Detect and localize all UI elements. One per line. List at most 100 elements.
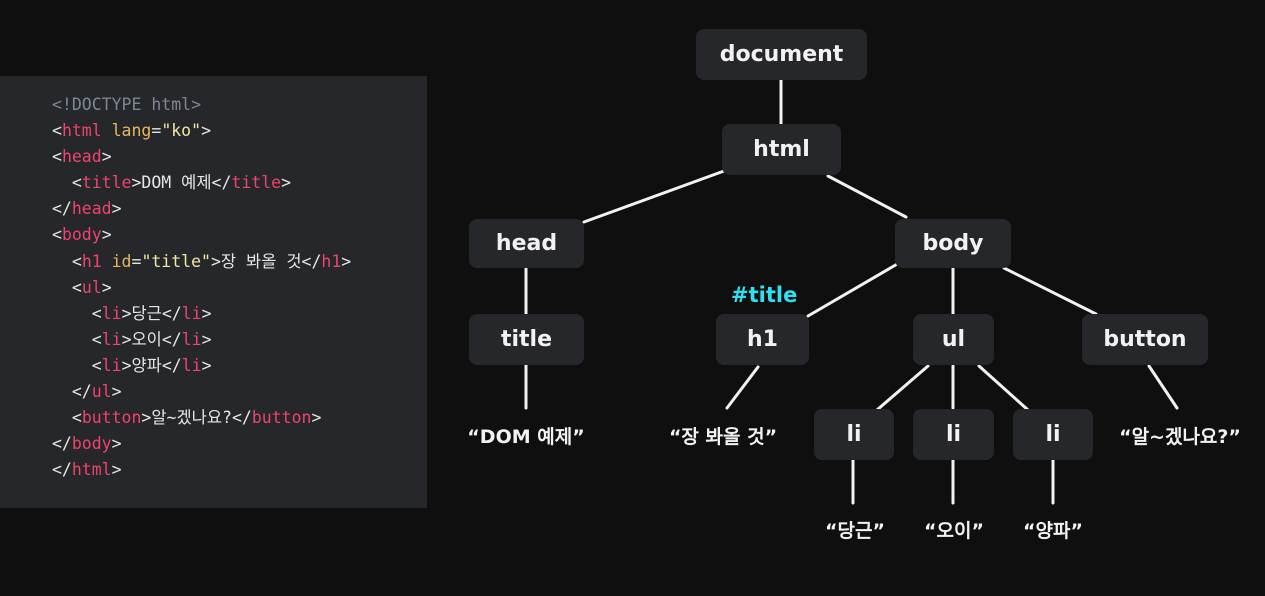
code-token-tag: ul (91, 382, 112, 402)
code-token-tag: button (81, 408, 142, 428)
code-token-punct: > (121, 329, 132, 349)
code-token-tag: button (251, 408, 312, 428)
code-token-tag: title (81, 173, 132, 193)
code-token-punct: < (71, 277, 82, 297)
code-token-tag: html (61, 121, 102, 141)
code-token-tag: body (61, 225, 102, 245)
code-token-tag: html (71, 460, 112, 480)
code-token-punct: </ (52, 460, 72, 480)
code-line: <li>오이</li> (52, 327, 351, 353)
code-token-text: DOM 예제 (141, 173, 212, 193)
code-token-tag: li (101, 355, 122, 375)
code-token-punct: > (111, 382, 122, 402)
code-token-punct: > (101, 225, 112, 245)
code-token-text: 알~겠나요? (151, 408, 232, 428)
code-token-punct: < (52, 147, 62, 167)
code-token-tag: head (71, 199, 112, 219)
code-token-tag: li (181, 329, 202, 349)
edge-ul-li1 (875, 364, 930, 412)
code-token-punct: > (201, 329, 212, 349)
code-line: <ul> (52, 275, 351, 301)
code-token-tag: head (61, 147, 102, 167)
node-li-1: li (814, 409, 894, 460)
code-token-punct: = (131, 251, 142, 271)
code-token-text: 오이 (131, 329, 162, 349)
code-line: <!DOCTYPE html> (52, 92, 351, 118)
code-token-punct: < (52, 225, 62, 245)
code-token-tag: ul (81, 277, 102, 297)
code-line: <title>DOM 예제</title> (52, 170, 351, 196)
code-token-punct: </ (52, 434, 72, 454)
code-line: </head> (52, 196, 351, 222)
code-token-doctype: <!DOCTYPE html> (52, 95, 202, 114)
code-token-punct: < (52, 121, 62, 141)
edge-body-button (1002, 266, 1098, 316)
code-line: <html lang="ko"> (52, 118, 351, 144)
code-token-tag: li (181, 355, 202, 375)
text-node-title: “DOM 예제” (467, 426, 585, 448)
edge-html-head (582, 169, 726, 224)
text-node-button: “알~겠나요?” (1119, 426, 1241, 448)
code-token-punct: > (141, 408, 152, 428)
code-line: <body> (52, 222, 351, 248)
code-line: </html> (52, 457, 351, 483)
id-label-title: #title (731, 283, 798, 307)
code-token-punct: < (71, 173, 82, 193)
code-token-punct: < (91, 303, 102, 323)
code-token-punct: > (121, 303, 132, 323)
text-node-li-3: “양파” (1023, 520, 1083, 542)
code-token-tag: li (101, 329, 122, 349)
code-token-punct: </ (52, 199, 72, 219)
code-token-punct: > (311, 408, 322, 428)
code-token-punct: > (111, 460, 122, 480)
code-token-punct: </ (161, 303, 182, 323)
code-token-punct: > (131, 173, 142, 193)
code-token-punct: < (71, 408, 82, 428)
text-node-li-1: “당근” (825, 520, 885, 542)
code-token-punct: < (71, 251, 82, 271)
code-token-punct: > (101, 277, 112, 297)
code-token-punct: </ (231, 408, 252, 428)
node-html: html (722, 124, 841, 175)
code-token-attr: lang (111, 121, 152, 141)
text-node-h1: “장 봐올 것” (668, 426, 778, 448)
code-token-punct: > (111, 434, 122, 454)
code-token-tag: li (101, 303, 122, 323)
code-line: <li>당근</li> (52, 301, 351, 327)
node-body: body (895, 219, 1011, 268)
code-token-punct: > (111, 199, 122, 219)
code-block: <!DOCTYPE html><html lang="ko"><head> <t… (52, 92, 351, 483)
code-token-punct: > (201, 303, 212, 323)
node-li-2: li (913, 409, 994, 460)
code-line: <li>양파</li> (52, 353, 351, 379)
code-token-punct: > (101, 147, 112, 167)
code-panel: <!DOCTYPE html><html lang="ko"><head> <t… (0, 76, 427, 508)
code-token-str: "title" (141, 251, 211, 271)
code-token-tag: body (71, 434, 112, 454)
code-token-punct: = (151, 121, 162, 141)
code-token-punct: < (91, 355, 102, 375)
node-h1: h1 (716, 314, 809, 365)
node-li-3: li (1013, 409, 1093, 460)
text-node-li-2: “오이” (924, 520, 984, 542)
node-head: head (469, 219, 584, 268)
code-token-punct: </ (71, 382, 92, 402)
code-token-punct: > (210, 251, 221, 271)
code-line: <button>알~겠나요?</button> (52, 405, 351, 431)
code-token-punct: > (121, 355, 132, 375)
node-document: document (696, 29, 867, 80)
code-token-punct: </ (211, 173, 232, 193)
code-line: <head> (52, 144, 351, 170)
code-token-text: 당근 (131, 303, 162, 323)
code-token-attr: id (111, 251, 132, 271)
code-token-punct: > (201, 355, 212, 375)
code-token-punct: </ (161, 329, 182, 349)
code-token-punct: </ (301, 251, 322, 271)
code-line: <h1 id="title">장 봐올 것</h1> (52, 249, 351, 275)
code-line: </ul> (52, 379, 351, 405)
code-token-punct: > (281, 173, 292, 193)
code-token-text: 장 봐올 것 (220, 251, 302, 271)
code-token-text: 양파 (131, 355, 162, 375)
code-token-tag: title (231, 173, 282, 193)
